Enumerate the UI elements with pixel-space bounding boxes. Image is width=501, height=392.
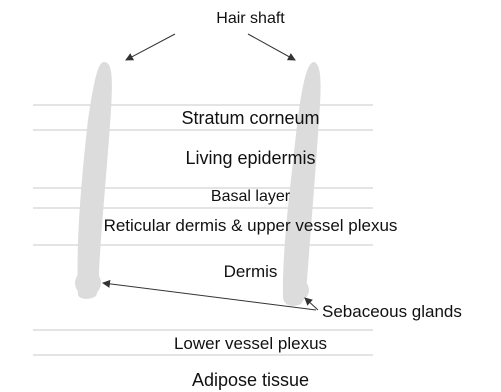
arrow-gland-right — [305, 298, 318, 310]
label-adipose-tissue: Adipose tissue — [0, 371, 501, 389]
label-basal-layer: Basal layer — [0, 189, 501, 205]
label-sebaceous-glands: Sebaceous glands — [322, 303, 462, 320]
label-hair-shaft: Hair shaft — [0, 11, 501, 27]
label-living-epidermis: Living epidermis — [0, 149, 501, 167]
label-stratum-corneum: Stratum corneum — [0, 109, 501, 127]
label-reticular-dermis: Reticular dermis & upper vessel plexus — [0, 217, 501, 234]
label-dermis: Dermis — [0, 263, 501, 280]
arrow-hair-left — [126, 34, 175, 60]
arrow-hair-right — [248, 34, 295, 60]
label-lower-vessel-plexus: Lower vessel plexus — [0, 335, 501, 352]
